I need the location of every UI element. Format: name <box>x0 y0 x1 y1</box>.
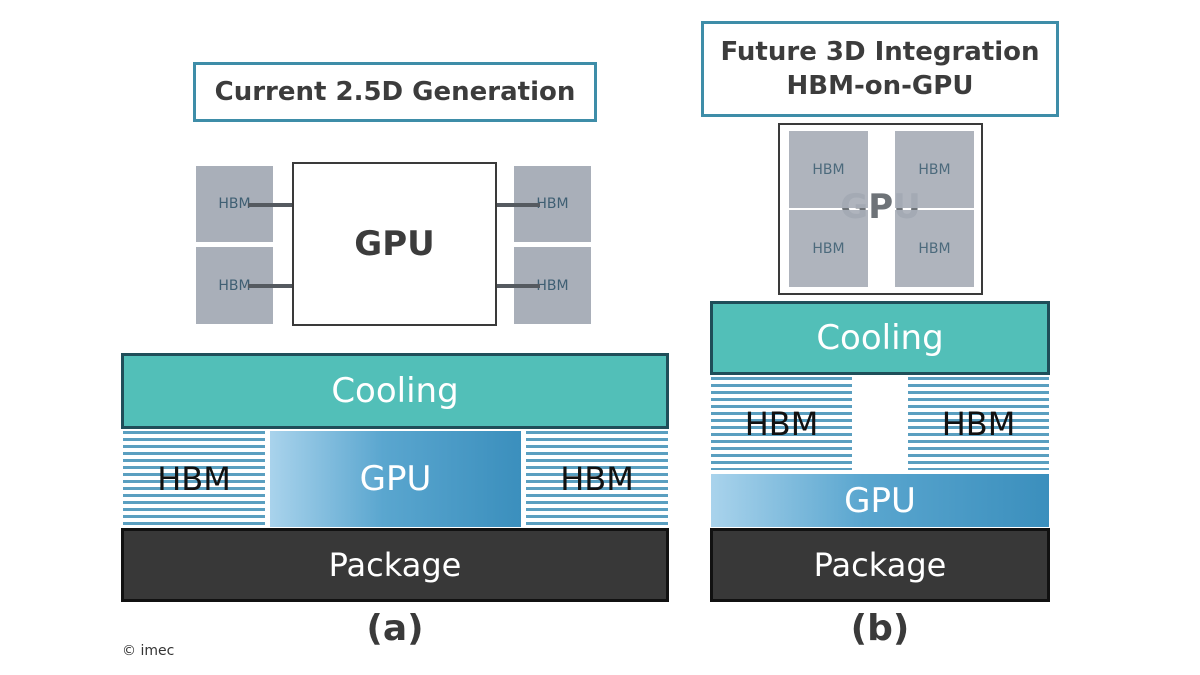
panel-a-hbm-stack-left: HBM <box>123 431 265 527</box>
panel-a-wire-bottom-right <box>494 284 540 288</box>
panel-b-title-line1: Future 3D Integration <box>720 37 1040 67</box>
panel-b-gpu-layer: GPU <box>711 474 1049 527</box>
copyright-notice: © imec <box>122 643 175 659</box>
panel-a-gpu-die: GPU <box>292 162 497 326</box>
panel-a-wire-top-left <box>248 203 294 207</box>
panel-b-hbm-chip-top-left: HBM <box>789 131 868 208</box>
panel-b-hbm-stack-right: HBM <box>908 377 1049 470</box>
panel-a-hbm-stack-right: HBM <box>526 431 668 527</box>
panel-b-hbm-chip-bottom-left: HBM <box>789 210 868 287</box>
panel-a-title: Current 2.5D Generation <box>193 62 597 122</box>
panel-b-hbm-chip-top-right: HBM <box>895 131 974 208</box>
panel-a-wire-top-right <box>494 203 540 207</box>
panel-b-caption: (b) <box>850 608 910 649</box>
panel-a-caption: (a) <box>366 608 424 649</box>
panel-a-title-text: Current 2.5D Generation <box>214 77 576 107</box>
panel-a-package-layer: Package <box>121 528 669 602</box>
panel-b-title-line2: HBM-on-GPU <box>786 71 974 101</box>
panel-b-title: Future 3D Integration HBM-on-GPU <box>701 21 1059 117</box>
panel-b-cooling-layer: Cooling <box>710 301 1050 375</box>
panel-a-cooling-layer: Cooling <box>121 353 669 429</box>
panel-b-package-layer: Package <box>710 528 1050 602</box>
panel-b-hbm-stack-left: HBM <box>711 377 852 470</box>
panel-b-hbm-chip-bottom-right: HBM <box>895 210 974 287</box>
panel-a-gpu-layer: GPU <box>270 431 521 527</box>
panel-a-wire-bottom-left <box>248 284 294 288</box>
